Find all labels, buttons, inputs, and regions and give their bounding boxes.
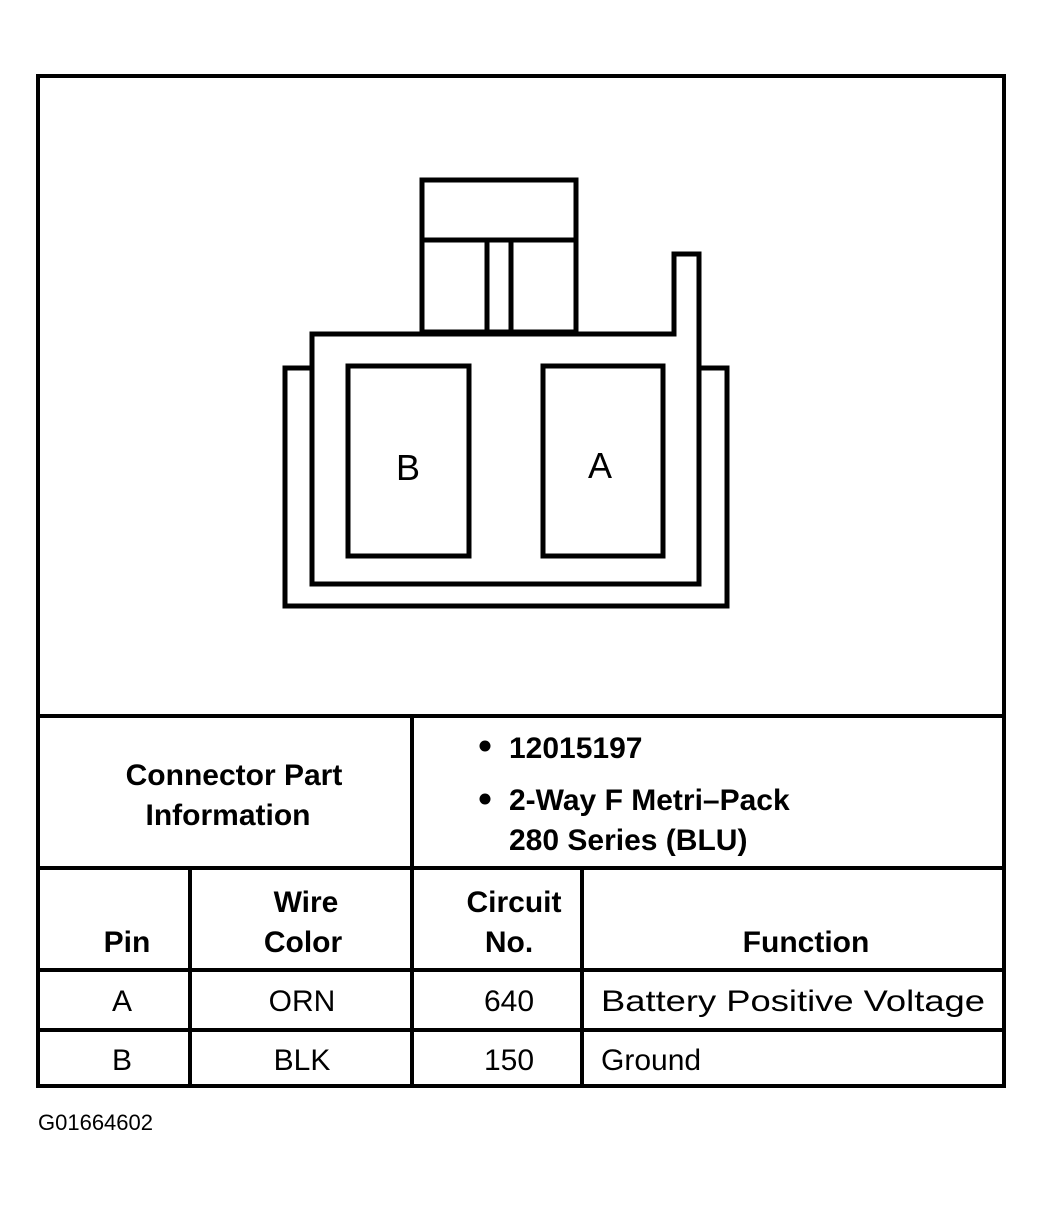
part-info-grid <box>38 716 1004 870</box>
row-a-pin: A <box>112 985 132 1018</box>
row-a-circuit-no: 640 <box>484 985 534 1018</box>
connector-face-drawing <box>282 177 730 609</box>
header-circuit-no-line-1: Circuit <box>466 886 561 919</box>
terminal-cavity-b <box>345 363 472 559</box>
part-number: 12015197 <box>509 732 642 765</box>
cavity-label-a: A <box>588 445 612 486</box>
header-wire-color-line-2: Color <box>264 926 343 959</box>
connector-inner-body <box>309 251 702 587</box>
bullet-icon <box>479 793 491 805</box>
part-info-label-line-1: Connector Part <box>126 759 343 792</box>
row-a-function: Battery Positive Voltage <box>601 985 985 1018</box>
part-description-line-2: 280 Series (BLU) <box>509 824 747 857</box>
cavity-label-b: B <box>396 447 420 488</box>
part-description-line-1: 2-Way F Metri–Pack <box>509 784 790 817</box>
header-circuit-no-line-2: No. <box>485 926 533 959</box>
pin-table-grid <box>38 870 1004 1086</box>
header-pin: Pin <box>104 926 151 959</box>
header-wire-color-line-1: Wire <box>274 886 339 919</box>
connector-outer-shell <box>282 365 730 609</box>
figure-id: G01664602 <box>38 1110 153 1135</box>
bullet-icon <box>479 740 491 752</box>
header-function: Function <box>743 926 870 959</box>
row-b-pin: B <box>112 1044 132 1077</box>
row-b-function: Ground <box>601 1044 701 1077</box>
connector-latch <box>419 177 579 335</box>
row-a-wire-color: ORN <box>269 985 336 1018</box>
terminal-cavity-a <box>540 363 666 559</box>
row-b-wire-color: BLK <box>274 1044 331 1077</box>
part-info-label-line-2: Information <box>146 799 311 832</box>
outer-frame <box>36 74 1006 1088</box>
row-b-circuit-no: 150 <box>484 1044 534 1077</box>
